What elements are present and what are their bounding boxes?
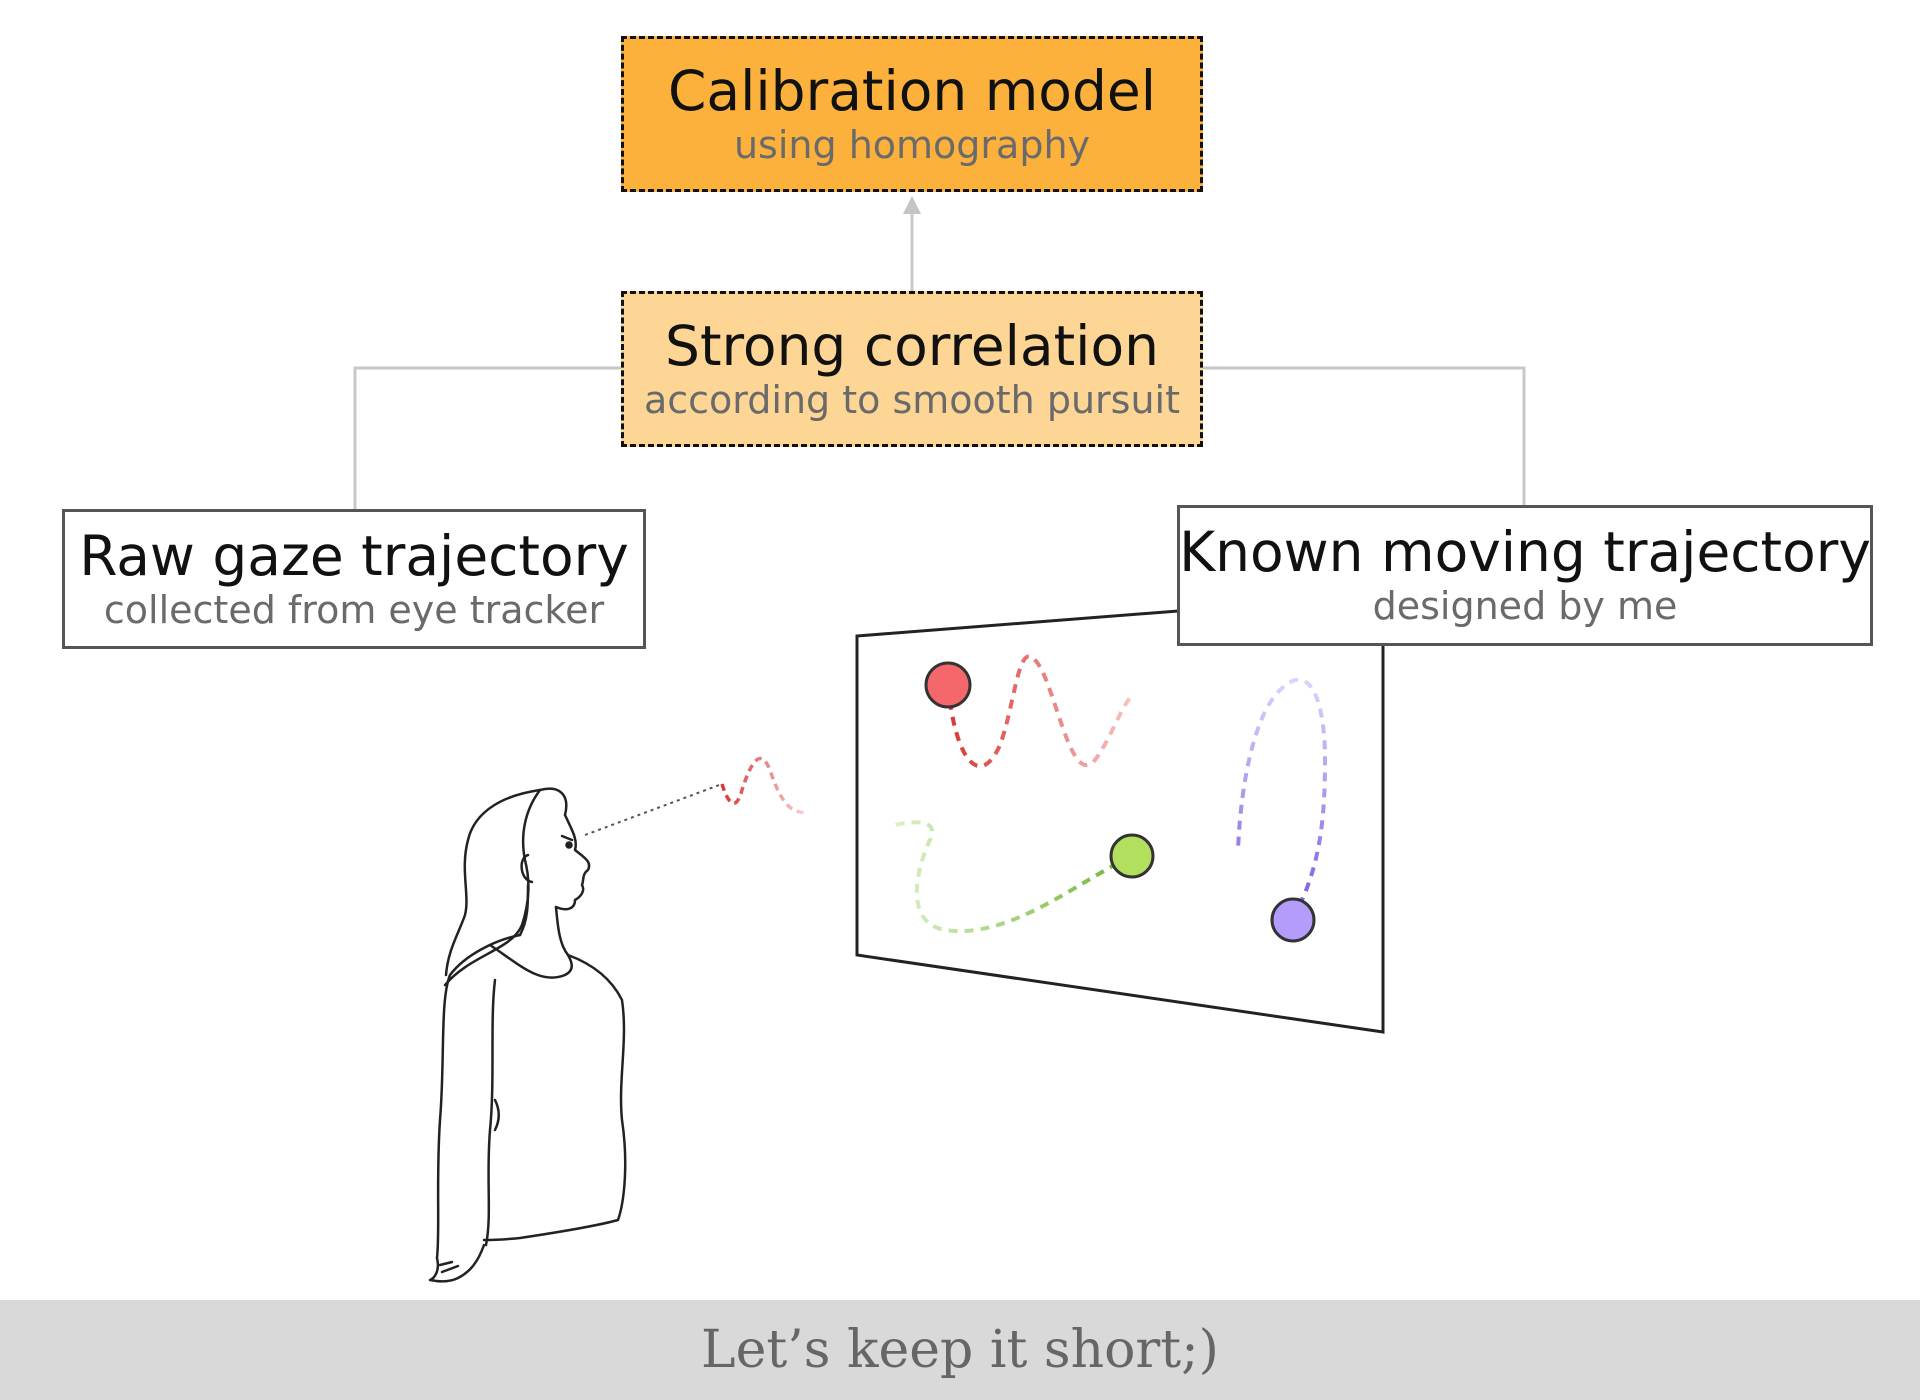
person-figure-icon: [428, 787, 627, 1283]
purple-trajectory: [1236, 677, 1328, 921]
purple-dot: [1270, 897, 1316, 943]
connector-lines: [353, 196, 1526, 509]
known-trajectory-title: Known moving trajectory: [1179, 520, 1871, 585]
connector-left: [353, 366, 621, 509]
calibration-title: Calibration model: [668, 58, 1156, 123]
gaze-line: [584, 756, 809, 836]
footer-bar: Let’s keep it short;): [0, 1300, 1920, 1400]
correlation-subtitle: according to smooth pursuit: [643, 377, 1180, 422]
strong-correlation-box: Strong correlation according to smooth p…: [621, 291, 1203, 447]
known-trajectory-subtitle: designed by me: [1372, 584, 1678, 629]
calibration-subtitle: using homography: [733, 122, 1091, 167]
calibration-model-box: Calibration model using homography: [621, 36, 1203, 192]
correlation-title: Strong correlation: [665, 313, 1159, 378]
raw-gaze-box: Raw gaze trajectory collected from eye t…: [62, 509, 646, 649]
screen-display-icon: [855, 593, 1385, 1034]
green-dot: [1109, 833, 1155, 879]
raw-gaze-subtitle: collected from eye tracker: [103, 587, 605, 632]
diagram-canvas: [353, 196, 1526, 1283]
known-trajectory-box: Known moving trajectory designed by me: [1177, 505, 1873, 646]
green-trajectory: [894, 820, 1133, 934]
raw-gaze-title: Raw gaze trajectory: [79, 523, 629, 588]
red-trajectory: [946, 654, 1132, 769]
connector-right: [1203, 366, 1526, 505]
footer-text: Let’s keep it short;): [701, 1320, 1219, 1380]
red-dot: [924, 661, 972, 709]
